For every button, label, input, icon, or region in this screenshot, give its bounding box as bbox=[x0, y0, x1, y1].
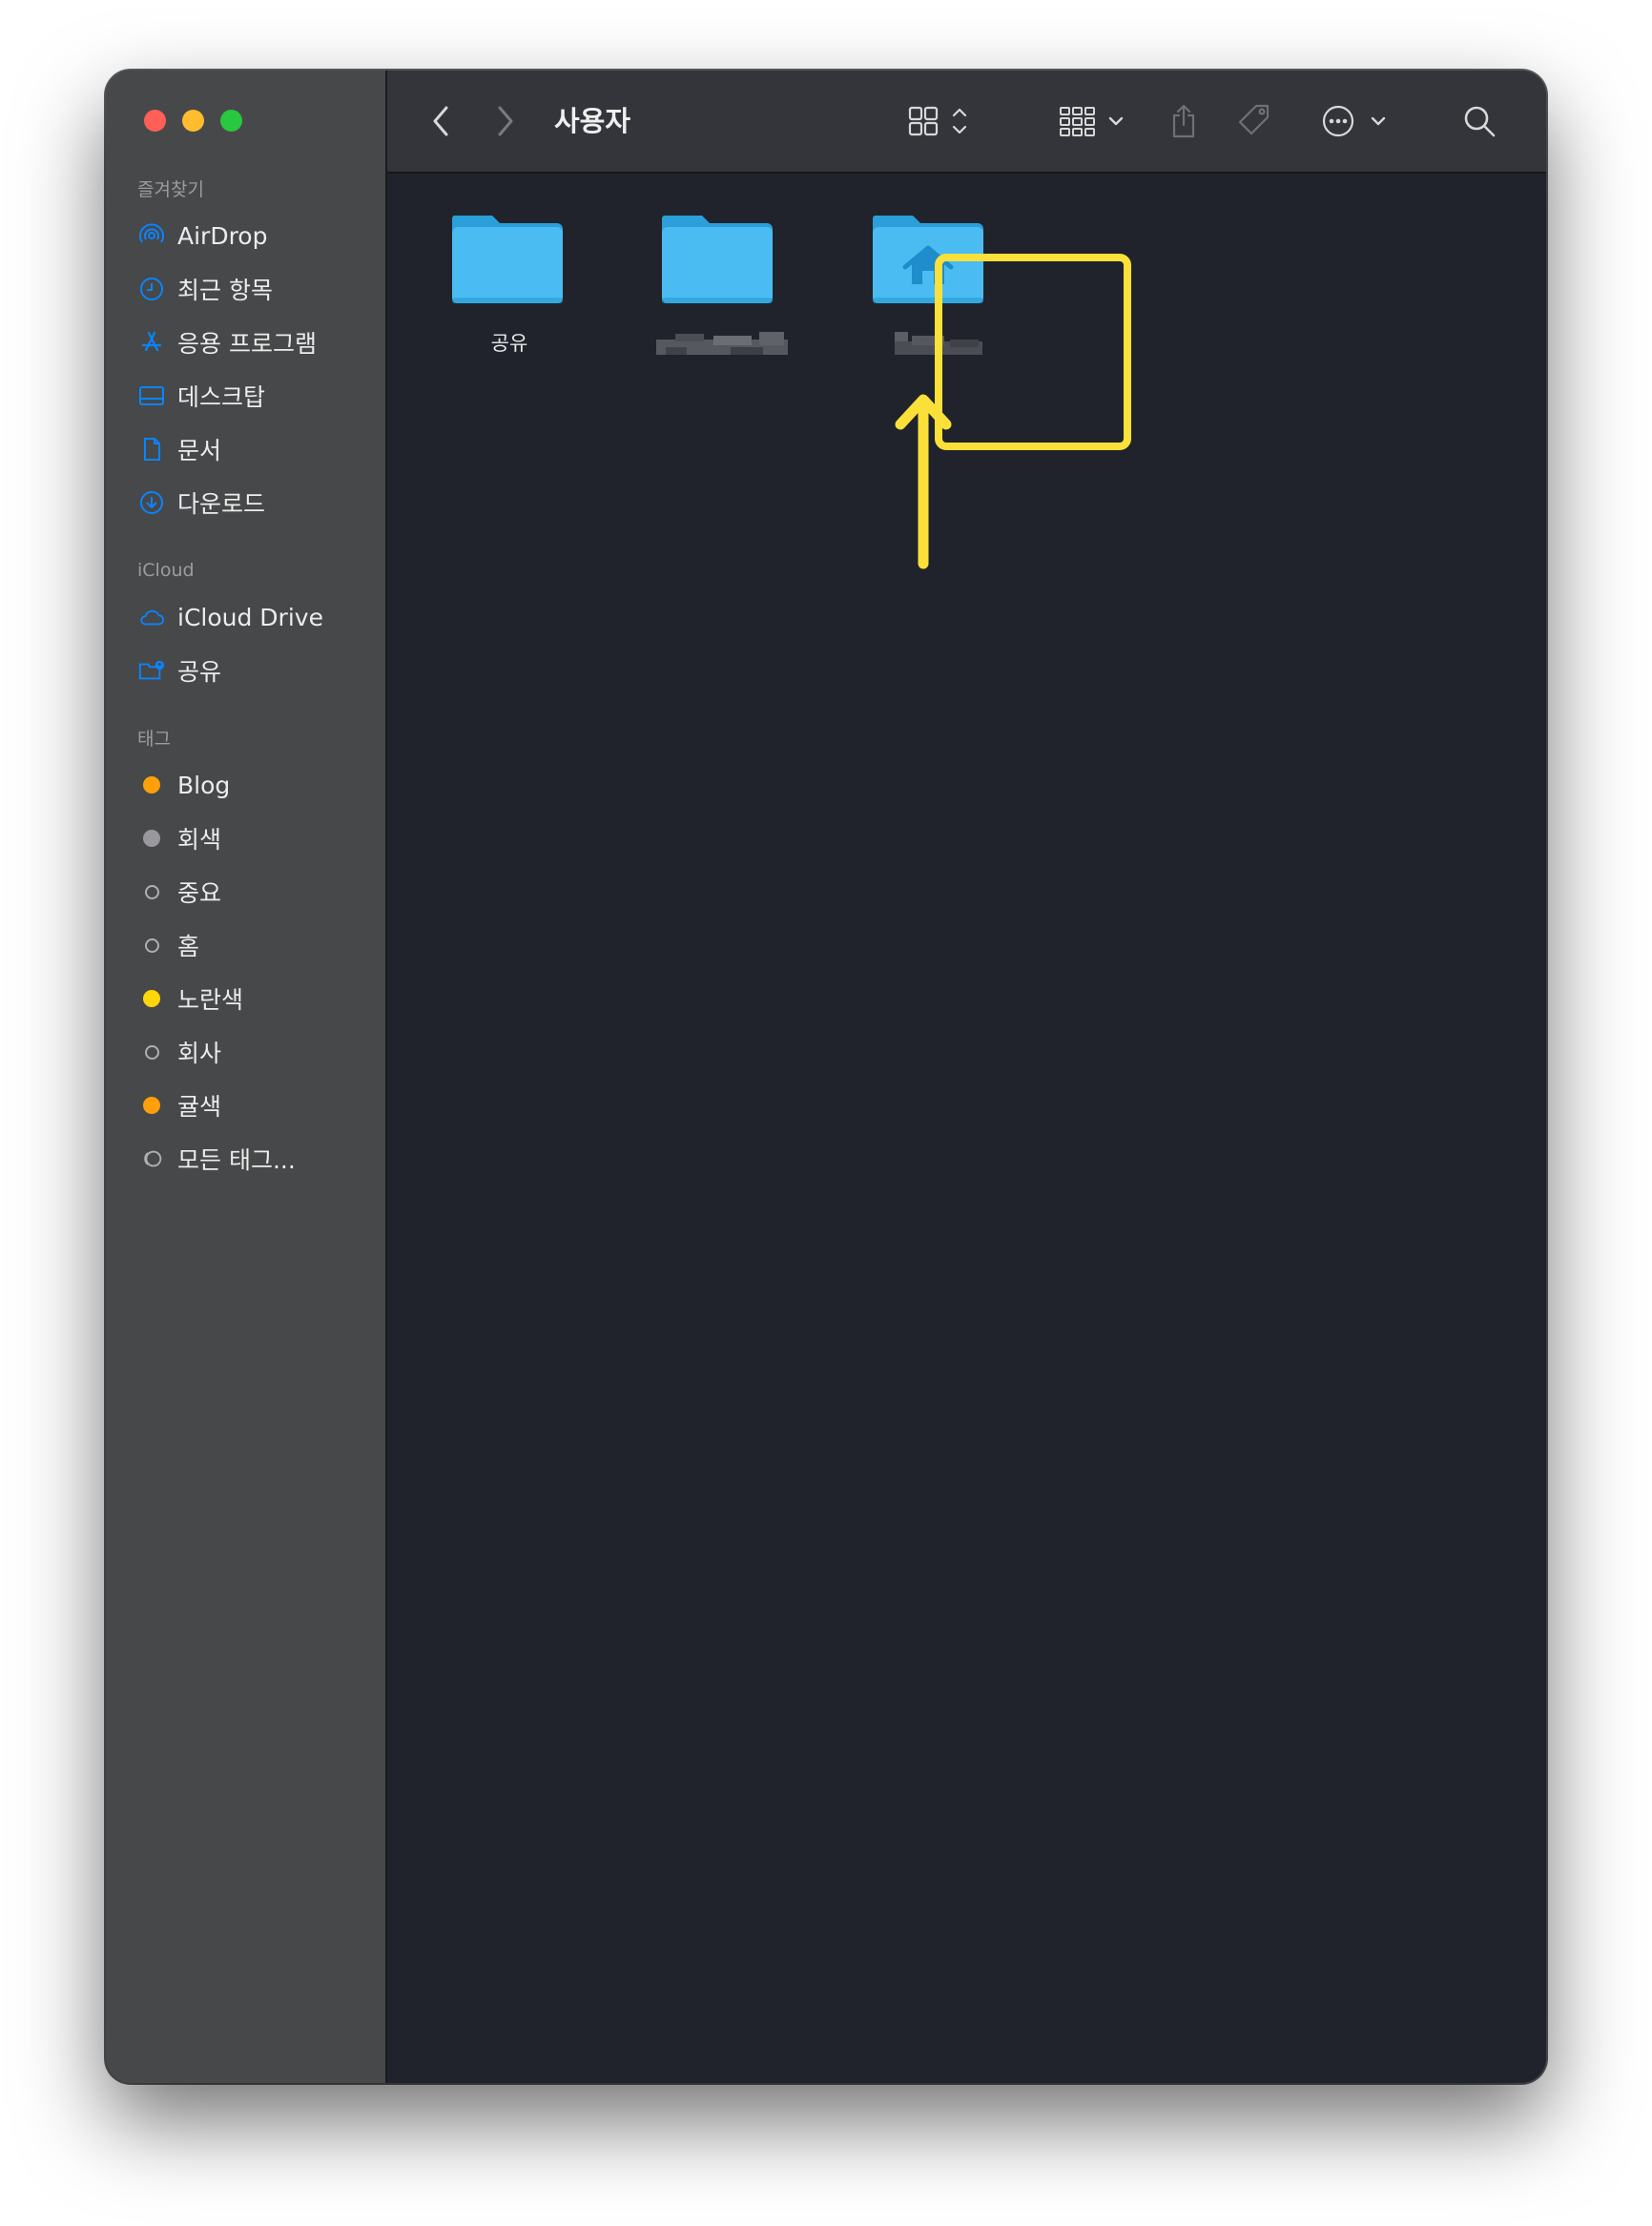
sidebar-item-label: 최근 항목 bbox=[177, 277, 273, 304]
group-button[interactable] bbox=[1055, 71, 1131, 172]
sidebar-tag-work[interactable]: 회사 bbox=[138, 1031, 377, 1073]
sidebar-item-documents[interactable]: 문서 bbox=[138, 428, 377, 470]
desktop-icon bbox=[138, 382, 165, 409]
sidebar-item-label: 문서 bbox=[177, 437, 222, 464]
sidebar-item-airdrop[interactable]: AirDrop bbox=[138, 215, 377, 257]
search-icon bbox=[1464, 106, 1496, 137]
tag-icon bbox=[1238, 104, 1270, 135]
sidebar-tag-yellow[interactable]: 노란색 bbox=[138, 978, 377, 1020]
cloud-icon bbox=[138, 604, 165, 630]
share-button[interactable] bbox=[1165, 71, 1203, 172]
sidebar-item-label: Blog bbox=[177, 771, 231, 799]
download-icon bbox=[138, 489, 165, 516]
favorites-section-title: 즐겨찾기 bbox=[137, 179, 204, 200]
sidebar-item-label: 노란색 bbox=[177, 986, 244, 1014]
sidebar-item-label: iCloud Drive bbox=[177, 603, 323, 631]
clock-icon bbox=[138, 276, 165, 302]
minimize-button[interactable] bbox=[182, 110, 204, 132]
more-icon bbox=[1322, 105, 1386, 137]
folder-home[interactable] bbox=[869, 208, 1002, 309]
sidebar-item-recents[interactable]: 최근 항목 bbox=[138, 268, 377, 310]
sidebar-item-label: 모든 태그... bbox=[177, 1146, 296, 1174]
share-icon bbox=[1172, 104, 1195, 138]
icon-view-icon bbox=[908, 106, 967, 136]
sidebar-item-shared[interactable]: 공유 bbox=[138, 649, 377, 691]
close-button[interactable] bbox=[144, 110, 166, 132]
yellow-tag-dot bbox=[143, 990, 160, 1007]
folder-label: 공유 bbox=[490, 332, 528, 355]
document-icon bbox=[138, 436, 165, 463]
back-button[interactable] bbox=[422, 71, 460, 172]
sidebar-tag-home[interactable]: 홈 bbox=[138, 924, 377, 966]
sidebar-item-label: AirDrop bbox=[177, 221, 268, 250]
sidebar-item-label: 홈 bbox=[177, 933, 200, 960]
empty-tag-dot bbox=[144, 938, 159, 953]
back-icon bbox=[433, 106, 448, 136]
all-tags-icon bbox=[138, 1145, 165, 1172]
icloud-section-title: iCloud bbox=[137, 560, 195, 581]
sidebar-item-desktop[interactable]: 데스크탑 bbox=[138, 375, 377, 417]
sidebar-item-downloads[interactable]: 다운로드 bbox=[138, 482, 377, 524]
folder-icon bbox=[451, 216, 563, 303]
tags-section-title: 태그 bbox=[137, 729, 171, 750]
orange-tag-dot bbox=[143, 776, 160, 794]
group-icon bbox=[1060, 107, 1124, 136]
tag-button[interactable] bbox=[1232, 71, 1276, 172]
forward-button[interactable] bbox=[486, 71, 525, 172]
sidebar-item-label: 회색 bbox=[177, 826, 222, 854]
search-button[interactable] bbox=[1457, 71, 1501, 172]
blurred-folder-label bbox=[656, 332, 788, 355]
sidebar-tag-orange[interactable]: 귤색 bbox=[138, 1084, 377, 1126]
forward-icon bbox=[498, 106, 513, 136]
highlight-box bbox=[935, 254, 1131, 450]
sidebar-tag-blog[interactable]: Blog bbox=[138, 764, 377, 806]
home-folder-icon bbox=[872, 216, 983, 303]
zoom-button[interactable] bbox=[220, 110, 242, 132]
sidebar-item-label: 다운로드 bbox=[177, 490, 266, 518]
gray-tag-dot bbox=[143, 830, 160, 847]
sidebar-item-label: 중요 bbox=[177, 879, 222, 907]
sidebar: 즐겨찾기 AirDrop 최근 항목 응용 프로그램 데스크탑 bbox=[106, 71, 387, 2083]
sidebar-item-label: 공유 bbox=[177, 658, 222, 686]
view-mode-button[interactable] bbox=[902, 71, 979, 172]
folder-icon bbox=[661, 216, 773, 303]
sidebar-item-label: 응용 프로그램 bbox=[177, 330, 317, 358]
sidebar-tag-gray[interactable]: 회색 bbox=[138, 817, 377, 859]
toolbar: 사용자 bbox=[387, 71, 1546, 174]
finder-window: 즐겨찾기 AirDrop 최근 항목 응용 프로그램 데스크탑 bbox=[106, 71, 1546, 2083]
arrow-up-icon bbox=[895, 394, 952, 569]
sidebar-item-icloud-drive[interactable]: iCloud Drive bbox=[138, 596, 377, 638]
more-actions-button[interactable] bbox=[1319, 71, 1392, 172]
orange-tag-dot bbox=[143, 1097, 160, 1114]
shared-folder-icon bbox=[138, 657, 165, 684]
sidebar-all-tags[interactable]: 모든 태그... bbox=[138, 1138, 377, 1180]
sidebar-item-label: 귤색 bbox=[177, 1093, 222, 1121]
sidebar-item-label: 데스크탑 bbox=[177, 383, 266, 411]
folder-shared[interactable] bbox=[448, 208, 582, 309]
sidebar-tag-important[interactable]: 중요 bbox=[138, 871, 377, 913]
empty-tag-dot bbox=[144, 884, 159, 899]
sidebar-item-applications[interactable]: 응용 프로그램 bbox=[138, 321, 377, 363]
empty-tag-dot bbox=[144, 1044, 159, 1060]
folder-blurred[interactable] bbox=[658, 208, 792, 309]
sidebar-item-label: 회사 bbox=[177, 1040, 222, 1067]
file-browser-content: 공유 bbox=[387, 172, 1546, 2083]
airdrop-icon bbox=[138, 222, 165, 249]
applications-icon bbox=[138, 329, 165, 356]
window-title: 사용자 bbox=[554, 105, 631, 137]
